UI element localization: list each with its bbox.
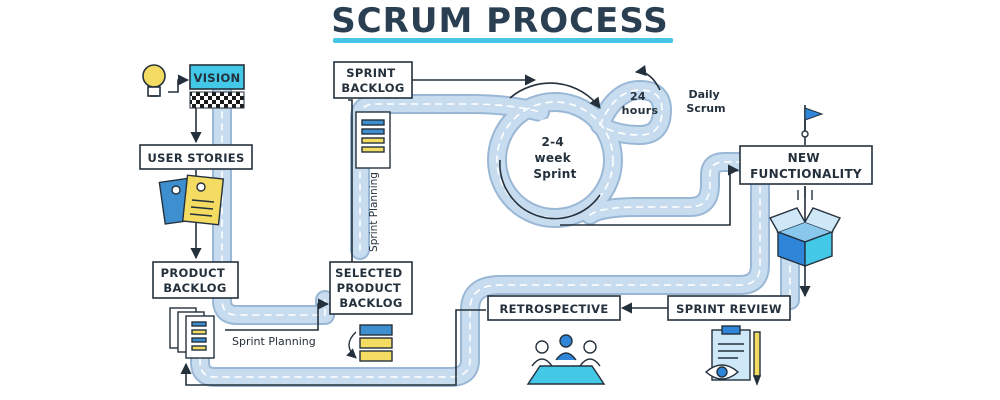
sprint-duration-line-3: Sprint — [533, 167, 576, 181]
arrow-sprint-loop-top — [509, 82, 601, 109]
product-backlog-line-1: PRODUCT — [161, 266, 225, 280]
open-box-icon — [768, 186, 842, 268]
arrow-bulb-to-vision — [168, 74, 190, 93]
node-sprint-backlog: SPRINT BACKLOG — [333, 61, 413, 99]
stacked-backlog-icon — [346, 324, 393, 362]
daily-hours-line-2: hours — [622, 104, 659, 117]
product-backlog-line-2: BACKLOG — [163, 281, 226, 295]
sprint-duration-line-1: 2-4 — [541, 135, 564, 149]
page-title: SCRUM PROCESS — [331, 1, 669, 41]
arrow-selected-to-sprint-backlog — [348, 99, 353, 262]
svg-text:SELECTED PRODUCT B: SELECTED PRODUCT BACKLOG — [335, 266, 407, 310]
selected-backlog-line-1: SELECTED — [335, 266, 402, 280]
arrow-retrospective-to-product-backlog — [180, 309, 486, 386]
svg-text:PRODUCT BACKLOG: PRODUCT BACKLOG — [161, 266, 230, 295]
sprint-planning-bottom-label: Sprint Planning — [232, 335, 316, 348]
node-selected-product-backlog: SELECTED PRODUCT BACKLOG — [329, 261, 413, 315]
selected-backlog-line-2: PRODUCT — [337, 281, 401, 295]
daily-scrum: 24 hours Daily Scrum — [622, 88, 726, 117]
node-vision: VISION — [189, 64, 245, 109]
new-functionality-line-1: NEW — [788, 151, 820, 165]
node-new-functionality: NEW FUNCTIONALITY — [739, 145, 873, 185]
svg-text:2-4 week Sprint: 2-4 week Sprint — [533, 135, 576, 181]
flag-icon — [801, 107, 824, 138]
svg-text:Daily Scrum: Daily Scrum — [686, 88, 725, 115]
daily-scrum-line-2: Scrum — [686, 102, 725, 115]
svg-text:SPRINT BACKLOG: SPRINT BACKLOG — [341, 66, 404, 95]
arrow-product-backlog-to-selected — [225, 298, 330, 331]
selected-backlog-line-3: BACKLOG — [339, 296, 402, 310]
node-user-stories: USER STORIES — [139, 144, 253, 170]
sprint-backlog-line-1: SPRINT — [346, 66, 395, 80]
clipboard-review-icon — [704, 325, 762, 386]
sprint-planning-vertical-label: Sprint Planning — [368, 172, 380, 252]
vision-label: VISION — [194, 71, 241, 85]
team-meeting-icon — [526, 334, 606, 385]
lightbulb-icon — [142, 64, 166, 97]
sprint-backlog-line-2: BACKLOG — [341, 81, 404, 95]
new-functionality-line-2: FUNCTIONALITY — [750, 167, 862, 181]
title-underline — [333, 38, 673, 43]
sprint-cycle: 2-4 week Sprint — [513, 118, 597, 202]
svg-text:NEW FUNCTIONALITY: NEW FUNCTIONALITY — [750, 151, 862, 181]
sprint-backlog-document-icon — [355, 111, 391, 169]
node-retrospective: RETROSPECTIVE — [487, 295, 621, 321]
checkered-flag-icon — [189, 91, 245, 109]
svg-text:24 hours: 24 hours — [622, 90, 659, 117]
retrospective-label: RETROSPECTIVE — [500, 302, 609, 316]
sprint-review-label: SPRINT REVIEW — [676, 302, 782, 316]
arrow-sprint-to-new-functionality — [560, 164, 740, 226]
document-stack-icon — [169, 307, 215, 359]
user-stories-label: USER STORIES — [147, 151, 244, 165]
node-product-backlog: PRODUCT BACKLOG — [152, 261, 239, 299]
daily-hours-line-1: 24 — [630, 90, 646, 103]
node-sprint-review: SPRINT REVIEW — [667, 295, 791, 321]
arrow-sprint-loop-inner — [499, 159, 601, 220]
arrow-daily-loop — [634, 65, 661, 91]
road-network — [190, 78, 800, 387]
daily-scrum-line-1: Daily — [688, 88, 719, 101]
sprint-duration-line-2: week — [534, 151, 571, 165]
user-story-cards-icon — [158, 174, 225, 226]
